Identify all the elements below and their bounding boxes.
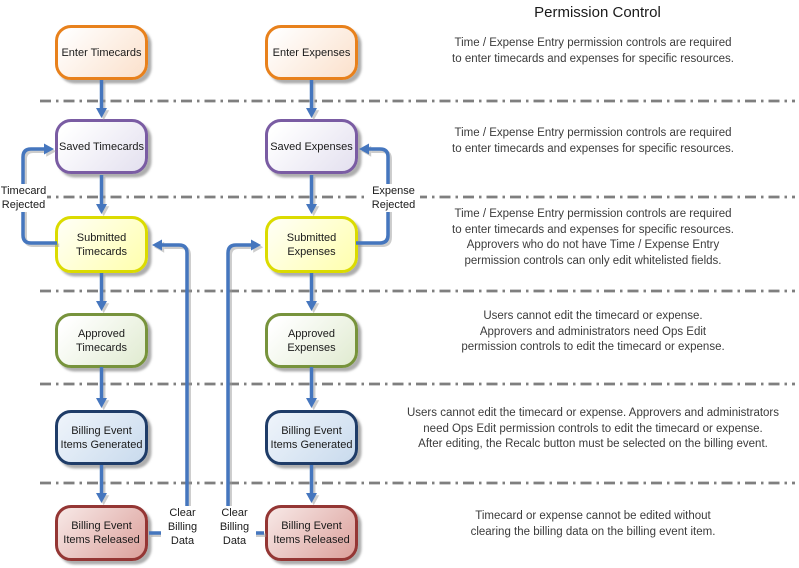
label-timecard-rejected: Timecard Rejected xyxy=(0,184,47,212)
stage-billing-items-generated-expenses: Billing Event Items Generated xyxy=(265,410,358,465)
stage-billing-items-generated-timecards: Billing Event Items Generated xyxy=(55,410,148,465)
stage-enter-expenses: Enter Expenses xyxy=(265,25,358,80)
stage-approved-expenses: Approved Expenses xyxy=(265,313,358,368)
page-title: Permission Control xyxy=(534,4,661,21)
label-expense-rejected: Expense Rejected xyxy=(367,184,420,212)
note-saved-stage: Time / Expense Entry permission controls… xyxy=(452,127,734,155)
note-submitted-stage: Time / Expense Entry permission controls… xyxy=(452,208,734,267)
stage-submitted-timecards: Submitted Timecards xyxy=(55,216,148,273)
stage-saved-timecards: Saved Timecards xyxy=(55,119,148,174)
note-generated-stage: Users cannot edit the timecard or expens… xyxy=(406,407,780,450)
stage-submitted-expenses: Submitted Expenses xyxy=(265,216,358,273)
note-approved-stage: Users cannot edit the timecard or expens… xyxy=(461,310,725,353)
label-clear-billing-data-timecards: Clear Billing Data xyxy=(161,506,204,548)
stage-saved-expenses: Saved Expenses xyxy=(265,119,358,174)
stage-billing-items-released-expenses: Billing Event Items Released xyxy=(265,505,358,561)
note-released-stage: Timecard or expense cannot be edited wit… xyxy=(470,510,716,538)
stage-billing-items-released-timecards: Billing Event Items Released xyxy=(55,505,148,561)
stage-enter-timecards: Enter Timecards xyxy=(55,25,148,80)
note-enter-stage: Time / Expense Entry permission controls… xyxy=(452,37,734,65)
label-clear-billing-data-expenses: Clear Billing Data xyxy=(213,506,256,548)
stage-approved-timecards: Approved Timecards xyxy=(55,313,148,368)
